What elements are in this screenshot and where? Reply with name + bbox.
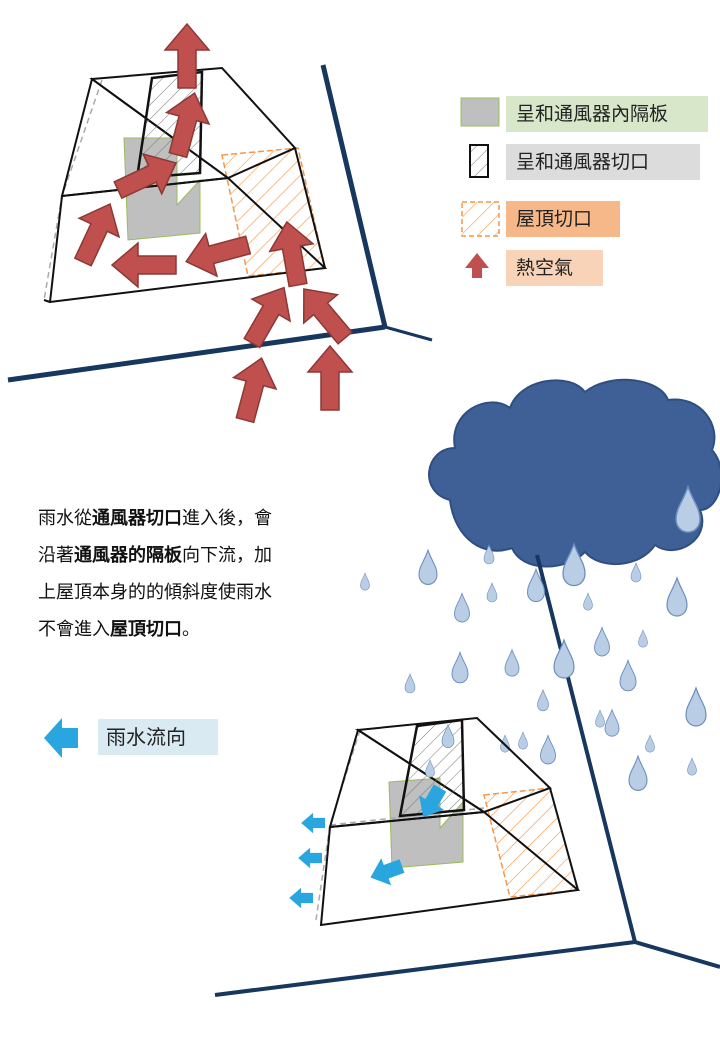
rain-flow-arrow (301, 812, 325, 834)
raindrop (604, 709, 620, 737)
raindrop (553, 639, 575, 679)
hot-air-arrow (111, 242, 177, 288)
raindrop (418, 549, 438, 585)
raindrop (360, 572, 370, 591)
raindrop (666, 577, 688, 617)
raindrop (486, 582, 498, 603)
legend-swatch-cut (469, 144, 489, 178)
description-line-3: 上屋頂本身的的傾斜度使雨水 (38, 582, 272, 603)
raindrop (404, 673, 416, 694)
hot-air-arrow (222, 351, 284, 427)
rain-flow-arrow (298, 847, 322, 869)
rain-description: 雨水從通風器切口進入後，會 沿著通風器的隔板向下流，加 上屋頂本身的的傾斜度使雨… (38, 500, 338, 648)
raindrop (594, 627, 610, 657)
raindrop (595, 709, 605, 728)
rain-flow-legend-label: 雨水流向 (98, 719, 218, 755)
top-roof-lines (7, 64, 433, 383)
raindrop (645, 734, 655, 753)
raindrop (628, 755, 648, 791)
rain-flow-arrow (289, 887, 313, 909)
hot-air-arrow (307, 345, 353, 411)
legend-swatch-hot-air-icon (465, 253, 489, 278)
bottom-ventilator (315, 716, 581, 927)
legend-roof-cut-label: 屋頂切口 (506, 201, 620, 237)
raindrop (630, 562, 642, 583)
cloud (428, 378, 720, 568)
raindrop (451, 651, 469, 684)
legend-cut-label: 呈和通風器切口 (506, 144, 700, 180)
raindrop (687, 757, 697, 776)
legend-panel-label: 呈和通風器內隔板 (506, 96, 708, 132)
legend-swatch-roof-cut (461, 201, 500, 237)
bottom-roof-lines (214, 554, 720, 997)
raindrop (537, 689, 549, 712)
description-line-1: 雨水從通風器切口進入後，會 (38, 508, 272, 529)
legend-swatch-panel (460, 97, 500, 127)
legend-swatches (460, 97, 500, 278)
description-line-2: 沿著通風器的隔板向下流，加 (38, 545, 272, 566)
raindrop (454, 593, 470, 623)
raindrop (583, 592, 593, 611)
raindrop (619, 659, 637, 692)
raindrop (504, 649, 520, 677)
rain-legend-arrow-icon (44, 718, 78, 758)
raindrop (540, 735, 556, 765)
raindrop (685, 687, 707, 727)
raindrop (638, 629, 648, 648)
description-line-4: 不會進入屋頂切口。 (38, 619, 200, 640)
raindrop (518, 731, 528, 750)
legend-hot-air-label: 熱空氣 (506, 250, 603, 286)
